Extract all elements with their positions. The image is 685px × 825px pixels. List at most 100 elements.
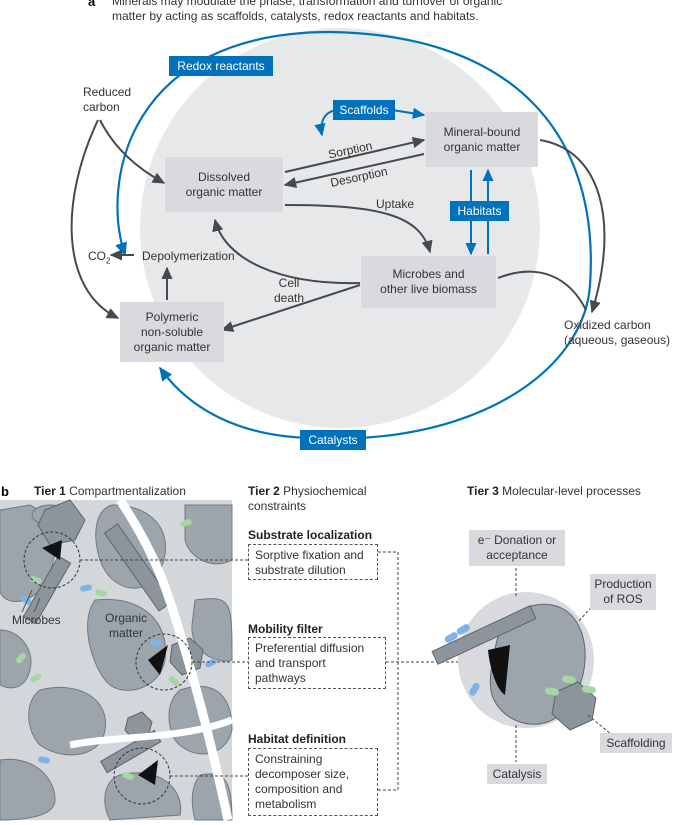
mineral-plate — [103, 523, 173, 612]
substrate-line-2: substrate dilution — [255, 563, 346, 577]
microbe — [180, 518, 192, 528]
polymeric-line-2: non-soluble — [140, 324, 204, 339]
pore-channel — [69, 716, 234, 749]
connector — [587, 714, 625, 746]
desorption-arrow — [283, 153, 425, 189]
microbes-line-1: Microbes and — [392, 267, 465, 281]
aggregate — [0, 758, 56, 821]
polymeric-line-3: organic matter — [133, 339, 211, 354]
microbe — [469, 682, 480, 696]
donation-line-1: e⁻ Donation or — [477, 533, 557, 547]
microbe — [80, 584, 92, 592]
habitat-line-2: decomposer size, — [255, 767, 350, 781]
oxidized-line-2: (aqueous, gaseous) — [564, 333, 671, 347]
co2-label: CO2 — [88, 249, 110, 268]
dissolved-line-2: organic matter — [185, 184, 263, 199]
microbe — [95, 589, 107, 597]
catalysts-tag: Catalysts — [300, 430, 366, 450]
microbe — [544, 687, 559, 696]
microbe — [561, 675, 576, 684]
aggregate — [0, 629, 32, 689]
redox-cycle-arc — [115, 30, 331, 257]
habitat-definition-heading: Habitat definition — [248, 732, 346, 746]
tier-3-heading: Tier 3 Molecular-level processes — [467, 484, 641, 499]
caption-line-1: Minerals may modulate the phase, transfo… — [112, 0, 503, 8]
microbes-label: Microbes — [12, 613, 61, 627]
uptake-label: Uptake — [376, 197, 415, 211]
organic-matter-label: Organic matter — [105, 611, 147, 641]
tier-3-organic-wedge — [488, 645, 510, 695]
microbe — [38, 756, 50, 764]
catalysis-box: Catalysis — [487, 764, 547, 784]
ros-line-1: Production — [594, 577, 652, 591]
microbe — [30, 575, 42, 585]
microbe — [581, 685, 596, 694]
organic-wedge — [148, 645, 168, 675]
oxidized-carbon-label: Oxidized carbon (aqueous, gaseous) — [564, 318, 670, 348]
reduced-to-dissolved-arrow — [99, 119, 166, 184]
tier-2-text-2: constraints — [248, 499, 307, 513]
oxidized-line-1: Oxidized carbon — [564, 318, 651, 332]
organic-line-1: Organic — [105, 611, 148, 625]
habitat-definition-box: Constraining decomposer size, compositio… — [248, 748, 378, 816]
mineral-line-2: organic matter — [443, 139, 521, 154]
scaffolding-box: Scaffolding — [600, 733, 672, 753]
microbe — [168, 676, 180, 686]
co2-text: CO — [88, 249, 106, 263]
substrate-line-1: Sorptive fixation and — [255, 548, 364, 562]
dissolved-line-1: Dissolved — [197, 169, 250, 184]
outer-cycle-arc-top — [329, 30, 592, 440]
cell-death-return-arrow — [212, 218, 361, 285]
mobility-filter-heading: Mobility filter — [248, 622, 323, 636]
habitats-tag: Habitats — [450, 201, 509, 221]
co2-subscript: 2 — [106, 256, 111, 266]
pore-channel — [116, 497, 233, 821]
mineral-to-oxidized-arrow — [539, 139, 606, 314]
aggregate — [28, 686, 107, 756]
mineral-plate — [22, 555, 72, 625]
panel-a-caption: Minerals may modulate the phase, transfo… — [112, 0, 502, 24]
microbes-to-oxidized-arrow — [497, 270, 587, 311]
tier-2-bold: Tier 2 — [248, 484, 280, 498]
microbes-line-2: other live biomass — [380, 282, 477, 296]
mobility-filter-box: Preferential diffusion and transport pat… — [248, 637, 386, 689]
microbes-pointer — [21, 589, 33, 613]
microbe — [205, 658, 217, 668]
sorption-arrow — [284, 137, 426, 173]
microbes-pointer — [33, 597, 41, 613]
tier-1-heading: Tier 1 Compartmentalization — [34, 484, 186, 499]
connector — [378, 551, 399, 791]
panel-b-letter: b — [1, 484, 9, 499]
organic-wedge — [42, 540, 62, 560]
microbe — [122, 771, 134, 781]
cell-line-1: Cell — [278, 276, 300, 290]
outer-cycle-arc-bottom — [159, 366, 311, 440]
organic-wedge — [138, 760, 158, 785]
aggregate-organic-matter — [87, 598, 167, 691]
redox-reactants-tag: Redox reactants — [169, 56, 273, 76]
tier-1-text: Compartmentalization — [65, 484, 186, 498]
microbe — [444, 632, 458, 643]
uptake-arrow — [284, 204, 433, 254]
scaffolds-arrow — [391, 107, 426, 119]
cell-death-arrow — [220, 284, 361, 332]
reduced-carbon-label: Reduced carbon — [83, 85, 131, 115]
tier-2-heading: Tier 2 Physiochemical constraints — [248, 484, 367, 514]
mobility-line-3: pathways — [255, 671, 306, 685]
caption-line-2: matter by acting as scaffolds, catalysts… — [112, 9, 479, 23]
panel-a-letter: a — [88, 0, 96, 9]
mineral-line-1: Mineral-bound — [443, 124, 521, 139]
reduced-line-1: Reduced — [83, 85, 132, 99]
reduced-to-polymeric-arrow — [70, 119, 120, 319]
polymeric-line-1: Polymeric — [145, 309, 199, 324]
tier-3-mineral-plate — [431, 605, 537, 665]
tier-3-mineral-hexagon — [551, 681, 597, 731]
microbe — [20, 595, 32, 605]
